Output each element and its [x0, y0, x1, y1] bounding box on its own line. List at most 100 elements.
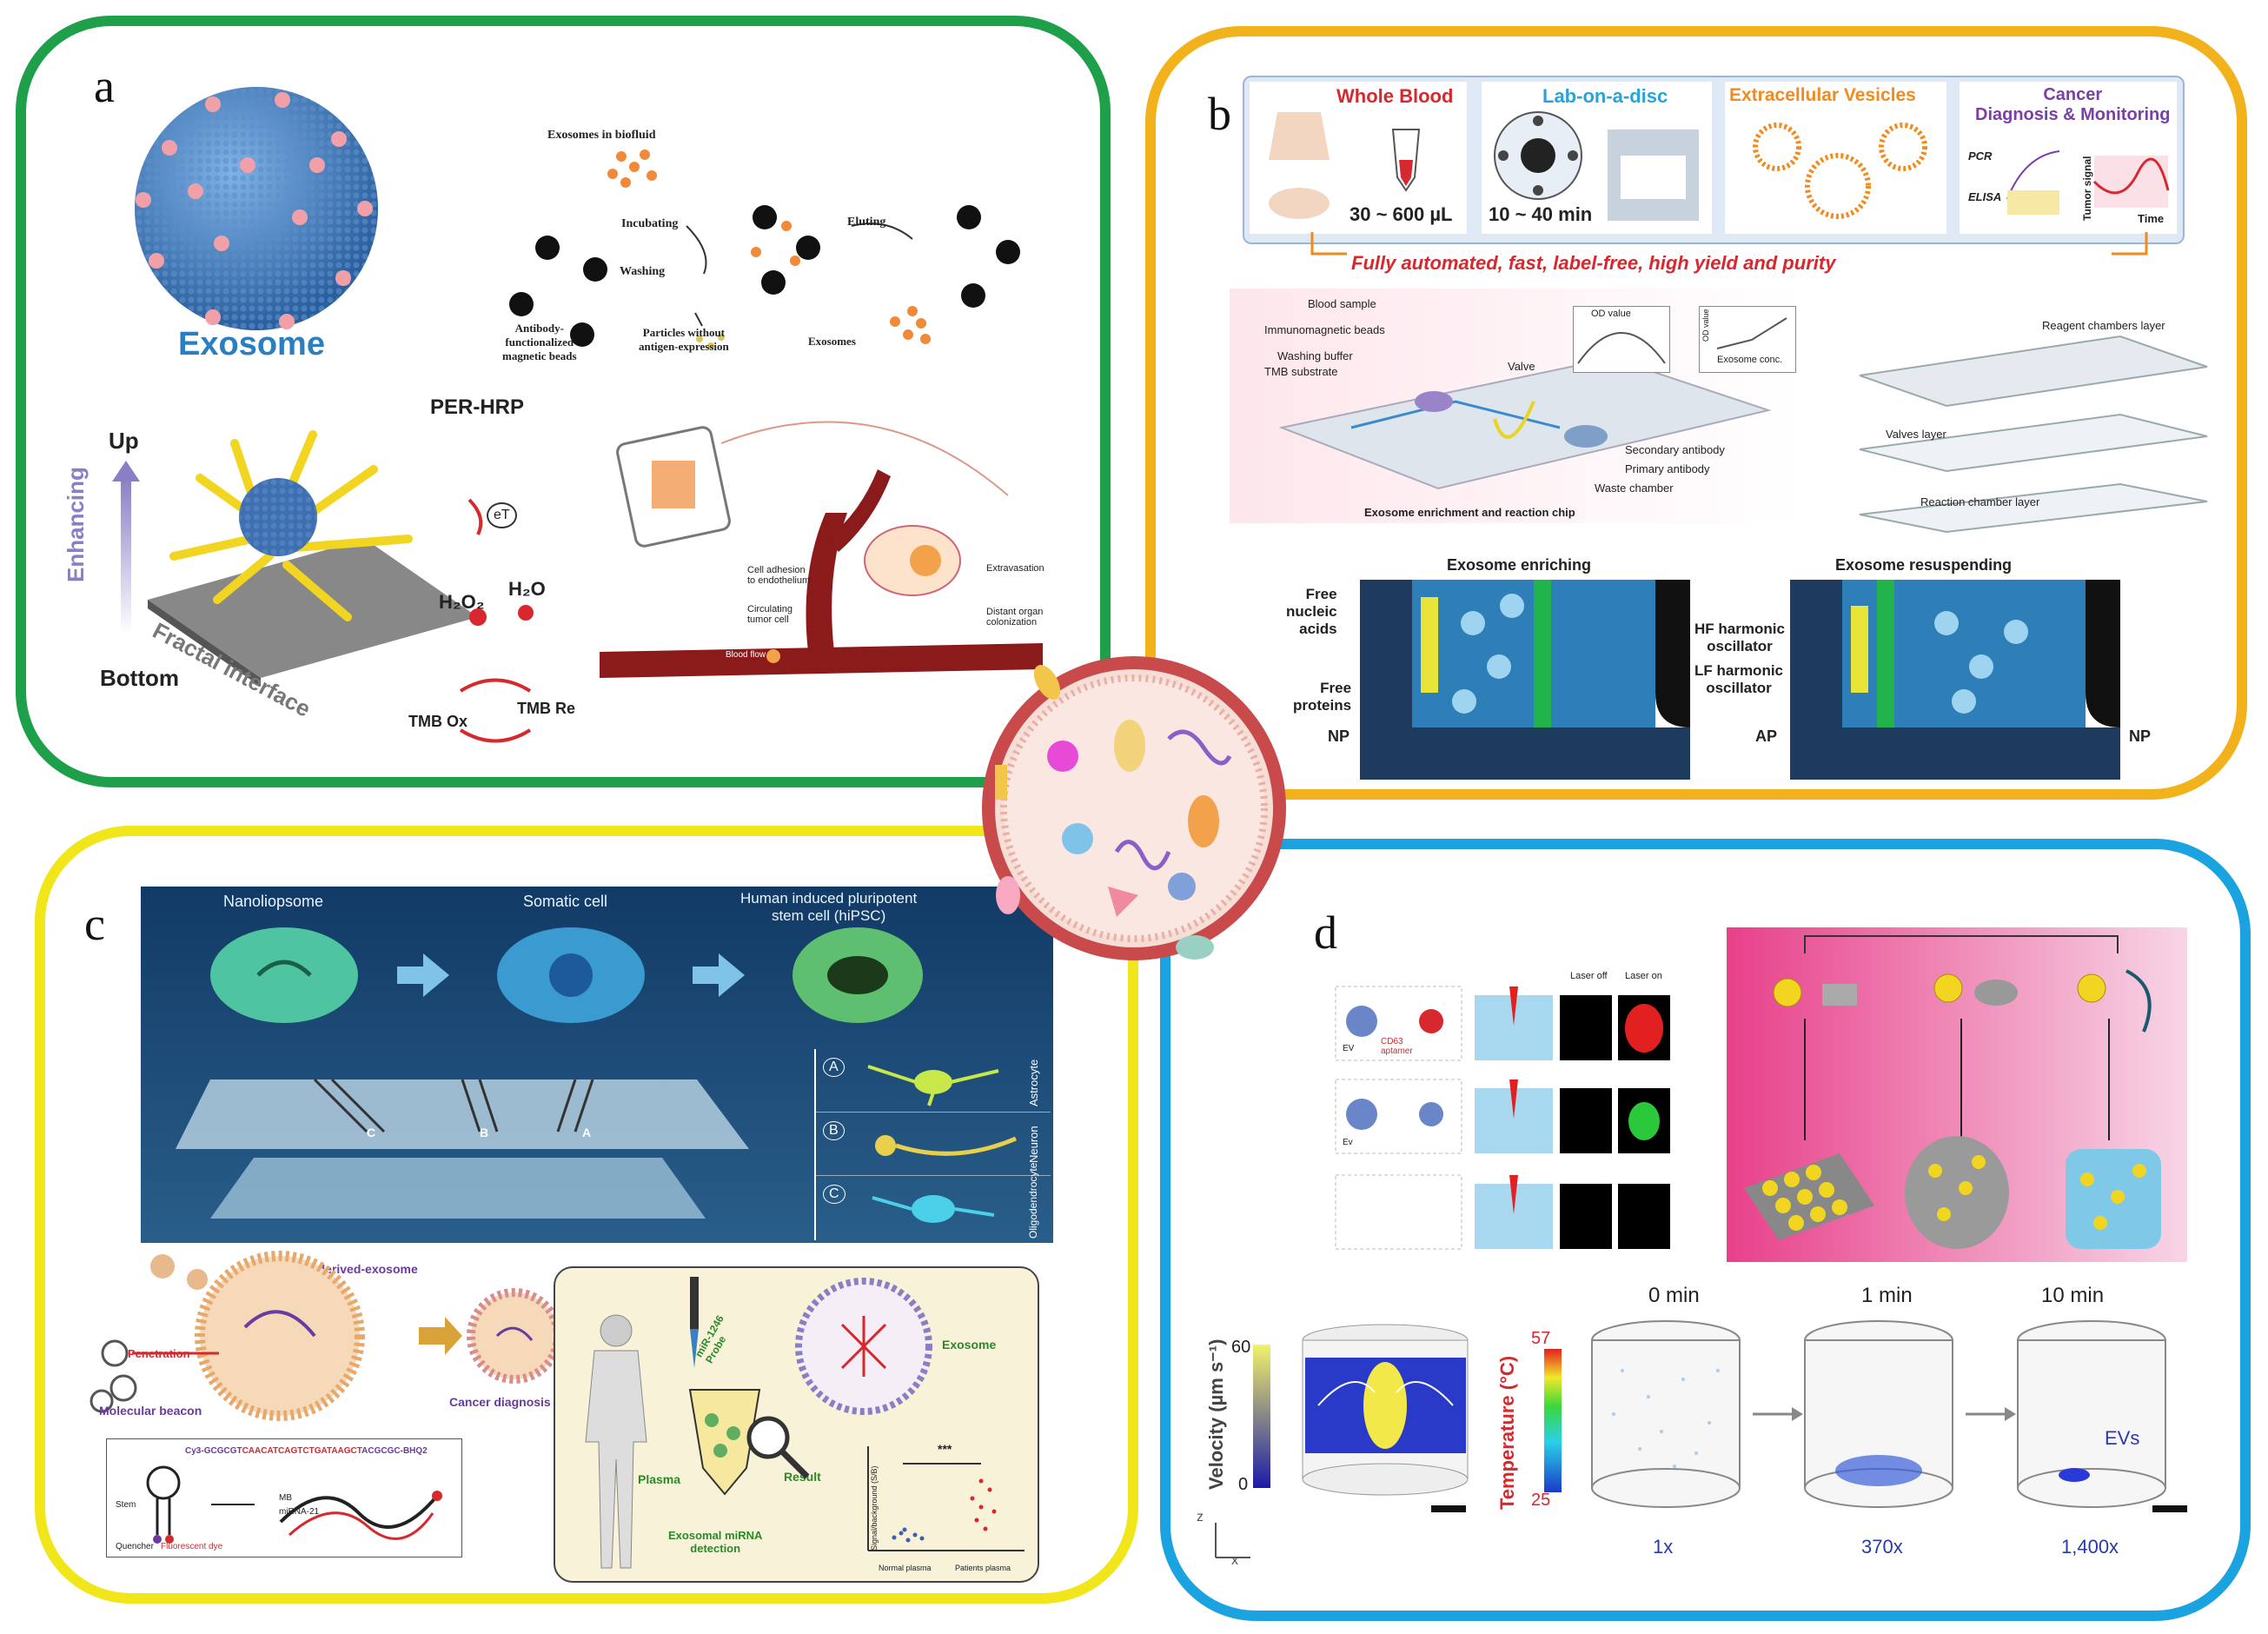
magnetic-bead-workflow	[509, 149, 1020, 349]
seq-part: Cy3-	[185, 1446, 204, 1456]
microfluidic-chip	[176, 1078, 749, 1219]
lf-oscillator-label: LF harmonic oscillator	[1694, 662, 1784, 696]
temperature-min: 25	[1531, 1491, 1551, 1510]
metastasis-extravasation: Extravasation	[986, 563, 1044, 574]
x-axis-label: x	[1231, 1553, 1238, 1568]
chip-secondary: Secondary antibody	[1625, 443, 1725, 456]
velocity-field-cylinder	[1302, 1324, 1469, 1496]
aptamer-row-2	[1335, 1079, 1670, 1154]
metastasis-illustration	[600, 421, 1043, 678]
oligodendrocyte-icon	[872, 1195, 995, 1223]
chip-waste: Waste chamber	[1595, 482, 1674, 495]
panel-c-label: c	[84, 898, 105, 950]
step-title: Lab-on-a-disc	[1542, 85, 1668, 107]
chip-layers	[1859, 335, 2208, 534]
beacon-sequence-box: Cy3-GCGCGTCAACATCAGTCTGATAAGCTACGCGC-BHQ…	[106, 1438, 462, 1558]
metastasis-circulating: Circulating tumor cell	[747, 604, 792, 625]
plasma-label: Plasma	[638, 1472, 681, 1486]
cell-name: Oligodendrocyte	[1027, 1162, 1039, 1239]
up-arrow	[112, 461, 140, 634]
free-nucleic-label: Free nucleic acids	[1286, 586, 1337, 637]
quencher-label: Quencher	[116, 1542, 154, 1551]
hf-oscillator-label: HF harmonic oscillator	[1694, 621, 1785, 654]
chip-tmb: TMB substrate	[1264, 365, 1338, 378]
penetration-label: Penetration	[128, 1347, 190, 1360]
workflow-eluting: Eluting	[847, 216, 886, 229]
chip-washing: Washing buffer	[1277, 349, 1353, 362]
astrocyte-icon	[867, 1065, 999, 1106]
chip-primary: Primary antibody	[1625, 462, 1710, 475]
laser-off-label: Laser off	[1570, 971, 1608, 981]
od-value-label: OD value	[1591, 309, 1631, 319]
body-icon	[1269, 112, 1330, 219]
center-exosome-illustration	[982, 656, 1286, 960]
temperature-max: 57	[1531, 1329, 1551, 1348]
exosome-sphere-illustration	[135, 87, 378, 330]
aptamer-label: CD63 aptamer	[1381, 1037, 1413, 1056]
panel-d-label: d	[1314, 907, 1337, 959]
seq-part: CAACATCAGTCTGATAAGCT	[242, 1446, 362, 1456]
fold-370x: 370x	[1861, 1536, 1903, 1558]
normal-plasma-label: Normal plasma	[879, 1564, 932, 1572]
valves-layer-label: Valves layer	[1886, 428, 1946, 441]
ev2-label: Ev	[1343, 1138, 1353, 1147]
significance-stars: ***	[938, 1442, 952, 1456]
beacon-exosome-illustration	[90, 1251, 562, 1421]
panel-d: d Laser off Laser on CD63 aptamer EV Ev …	[1160, 839, 2251, 1621]
tmb-ox-label: TMB Ox	[408, 713, 468, 730]
cell-row-b: B Neuron	[816, 1113, 1051, 1176]
chip-letter-c: C	[367, 1126, 376, 1139]
fold-1x: 1x	[1653, 1536, 1674, 1558]
cell-letter: A	[823, 1058, 845, 1077]
redox-cycle-arrows	[459, 498, 534, 743]
panel-b-label: b	[1208, 88, 1231, 140]
per-hrp-label: PER-HRP	[430, 395, 525, 419]
exosome-detect-label: Exosome	[942, 1338, 997, 1352]
workflow-biofluid: Exosomes in biofluid	[547, 129, 656, 142]
panel-a-label: a	[94, 60, 115, 112]
instrument-icon	[1608, 130, 1699, 221]
laser-on-label: Laser on	[1625, 971, 1662, 981]
evs-label: EVs	[2105, 1427, 2140, 1449]
cell-name: Astrocyte	[1027, 1059, 1040, 1106]
concentration-cylinders	[1591, 1320, 2166, 1508]
od-standard-curve	[1716, 317, 1787, 349]
velocity-max: 60	[1231, 1338, 1251, 1357]
aptamer-row-1	[1335, 986, 1670, 1061]
velocity-label: Velocity (µm s⁻¹)	[1205, 1338, 1227, 1490]
scatter-plot	[867, 1446, 1025, 1551]
pipette-icon	[690, 1277, 699, 1368]
workflow-incubating: Incubating	[621, 217, 679, 230]
result-label: Result	[784, 1470, 821, 1484]
fold-1400x: 1,400x	[2061, 1536, 2119, 1558]
aptamer-row-3	[1335, 1174, 1670, 1250]
step-extracellular-vesicles: Extracellular Vesicles	[1725, 82, 1946, 234]
up-label: Up	[109, 428, 139, 454]
hipsc-label: Human induced pluripotent stem cell (hiP…	[740, 890, 918, 924]
chip-illustration	[1278, 356, 1772, 490]
electron-transfer-label: eT	[487, 502, 517, 528]
metastasis-bloodflow: Blood flow	[726, 650, 766, 660]
workflow-beads: Antibody- functionalized magnetic beads	[502, 322, 577, 362]
tmb-re-label: TMB Re	[517, 700, 575, 717]
step-title: Whole Blood	[1336, 85, 1454, 107]
step-title: Cancer Diagnosis & Monitoring	[1975, 85, 2171, 124]
cell-row-a: A Astrocyte	[816, 1049, 1051, 1113]
chip-valve: Valve	[1508, 360, 1535, 373]
cancer-diagnosis-label: Cancer diagnosis	[449, 1395, 551, 1409]
cell-letter: B	[823, 1121, 845, 1140]
bottom-label: Bottom	[100, 665, 179, 691]
panel-a: a Exosome	[16, 16, 1111, 787]
step-cancer-diagnosis: Cancer Diagnosis & Monitoring PCR ELISA …	[1960, 82, 2177, 234]
h2o-label: H₂O	[508, 578, 546, 600]
od-axis-label: OD value	[1701, 309, 1710, 342]
metastasis-distant: Distant organ colonization	[986, 607, 1044, 628]
z-axis-label: z	[1197, 1510, 1204, 1524]
patients-plasma-label: Patients plasma	[955, 1564, 1011, 1572]
temperature-colorbar	[1544, 1349, 1562, 1492]
enhancing-label: Enhancing	[63, 467, 89, 582]
np-right-label: NP	[2129, 727, 2152, 745]
workflow-particles: Particles without antigen-expression	[639, 326, 729, 353]
nanoliposome-label: Nanoliopsome	[223, 893, 324, 910]
chip-caption: Exosome enrichment and reaction chip	[1364, 506, 1575, 519]
